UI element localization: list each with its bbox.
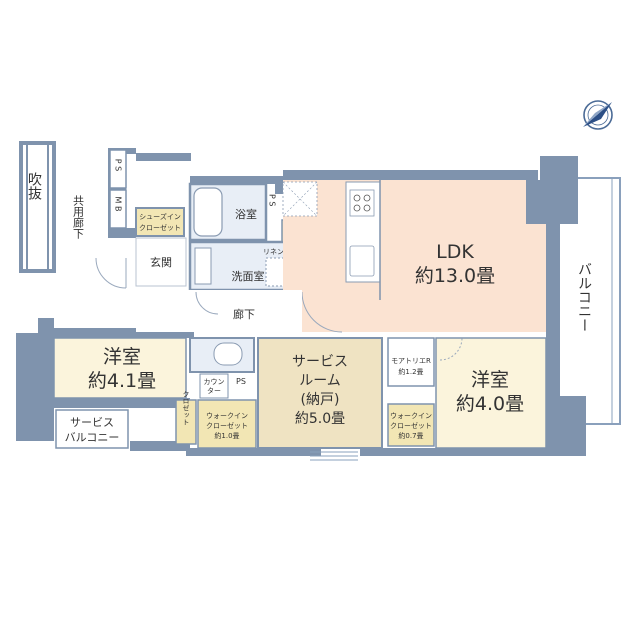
fukinuke-area: 吹抜 xyxy=(19,141,56,273)
svg-text:クローゼット: クローゼット xyxy=(139,223,181,232)
ldk-room xyxy=(283,180,526,332)
windows xyxy=(310,451,358,461)
svg-text:約1.0畳: 約1.0畳 xyxy=(214,431,239,440)
service-room-label-2: ルーム xyxy=(299,373,341,389)
north-arrow-icon xyxy=(583,100,613,130)
western-room-right-label: 洋室 xyxy=(471,369,509,391)
linen-label: リネン庫 xyxy=(263,247,291,256)
service-balcony-label-1: サービス xyxy=(70,416,114,429)
wic-right-label-2: クローゼット xyxy=(390,421,432,430)
svg-text:約0.7畳: 約0.7畳 xyxy=(398,431,423,440)
wic-right-size: 約0.7畳 xyxy=(398,431,423,440)
western-room-left-label: 洋室 xyxy=(103,346,141,368)
counter xyxy=(199,373,229,399)
ps-label-low: PS xyxy=(236,377,246,386)
walk-in-closet-left xyxy=(197,399,257,449)
toilet-icon xyxy=(213,342,243,366)
shoes-closet-label-2: クローゼット xyxy=(139,223,181,232)
hallway xyxy=(136,290,302,332)
shoes-closet-label-1: シューズイン xyxy=(139,212,181,221)
atelier-room xyxy=(387,337,435,387)
svg-text:ウォークイン: ウォークイン xyxy=(206,412,248,420)
service-balcony-label-2: バルコニー xyxy=(65,431,120,444)
fukinuke-label: 吹抜 xyxy=(26,172,42,201)
ps-label-top: P S xyxy=(114,159,123,171)
closet-vertical-label: クロゼット xyxy=(182,391,190,426)
common-corridor-label: 共用廊下 xyxy=(72,195,85,240)
closet-vertical xyxy=(175,399,197,445)
ps-mb-shafts: P S M B xyxy=(109,149,127,229)
svg-text:シューズイン: シューズイン xyxy=(139,212,181,221)
ps-label-mid: P S xyxy=(268,194,277,206)
ldk-label: LDK xyxy=(436,241,474,263)
bathroom-label: 浴室 xyxy=(235,207,257,221)
svg-text:クローゼット: クローゼット xyxy=(206,421,248,430)
svg-text:ウォークイン: ウォークイン xyxy=(390,412,432,420)
wic-left-label-2: クローゼット xyxy=(206,421,248,430)
stove-icon xyxy=(349,189,375,217)
sink-icon xyxy=(349,245,375,277)
wic-left-size: 約1.0畳 xyxy=(214,431,239,440)
western-room-left-size: 約4.1畳 xyxy=(88,370,156,392)
shoes-closet xyxy=(135,207,185,237)
counter-label-1: カウン xyxy=(204,378,225,386)
wic-left-label-1: ウォークイン xyxy=(206,412,248,420)
walk-in-closet-right xyxy=(387,403,435,447)
counter-label-2: ター xyxy=(207,386,221,395)
service-room-size: 約5.0畳 xyxy=(295,411,345,427)
wic-right-label-1: ウォークイン xyxy=(390,412,432,420)
atelier-size: 約1.2畳 xyxy=(398,367,423,376)
western-room-right xyxy=(435,337,547,449)
mb-label: M B xyxy=(114,197,123,212)
service-room-label-3: (納戸) xyxy=(301,392,340,408)
washbasin-icon xyxy=(194,247,212,285)
svg-text:クローゼット: クローゼット xyxy=(390,421,432,430)
balcony-label: バルコニー xyxy=(576,262,592,332)
service-balcony xyxy=(55,409,129,449)
atelier-label: モアトリエR xyxy=(391,357,431,365)
service-room xyxy=(257,337,383,449)
bathtub-icon xyxy=(193,187,223,237)
svg-text:ター: ター xyxy=(207,386,221,395)
service-room-label-1: サービス xyxy=(292,354,348,370)
washroom-label: 洗面室 xyxy=(232,269,265,283)
entrance xyxy=(135,237,187,287)
entrance-label: 玄関 xyxy=(150,255,172,269)
svg-text:カウン: カウン xyxy=(204,378,225,386)
western-room-left xyxy=(53,337,187,399)
hallway-label: 廊下 xyxy=(233,307,255,321)
ldk-size: 約13.0畳 xyxy=(415,265,495,287)
western-room-right-size: 約4.0畳 xyxy=(456,393,524,415)
balcony-rail: バルコニー xyxy=(576,177,621,425)
